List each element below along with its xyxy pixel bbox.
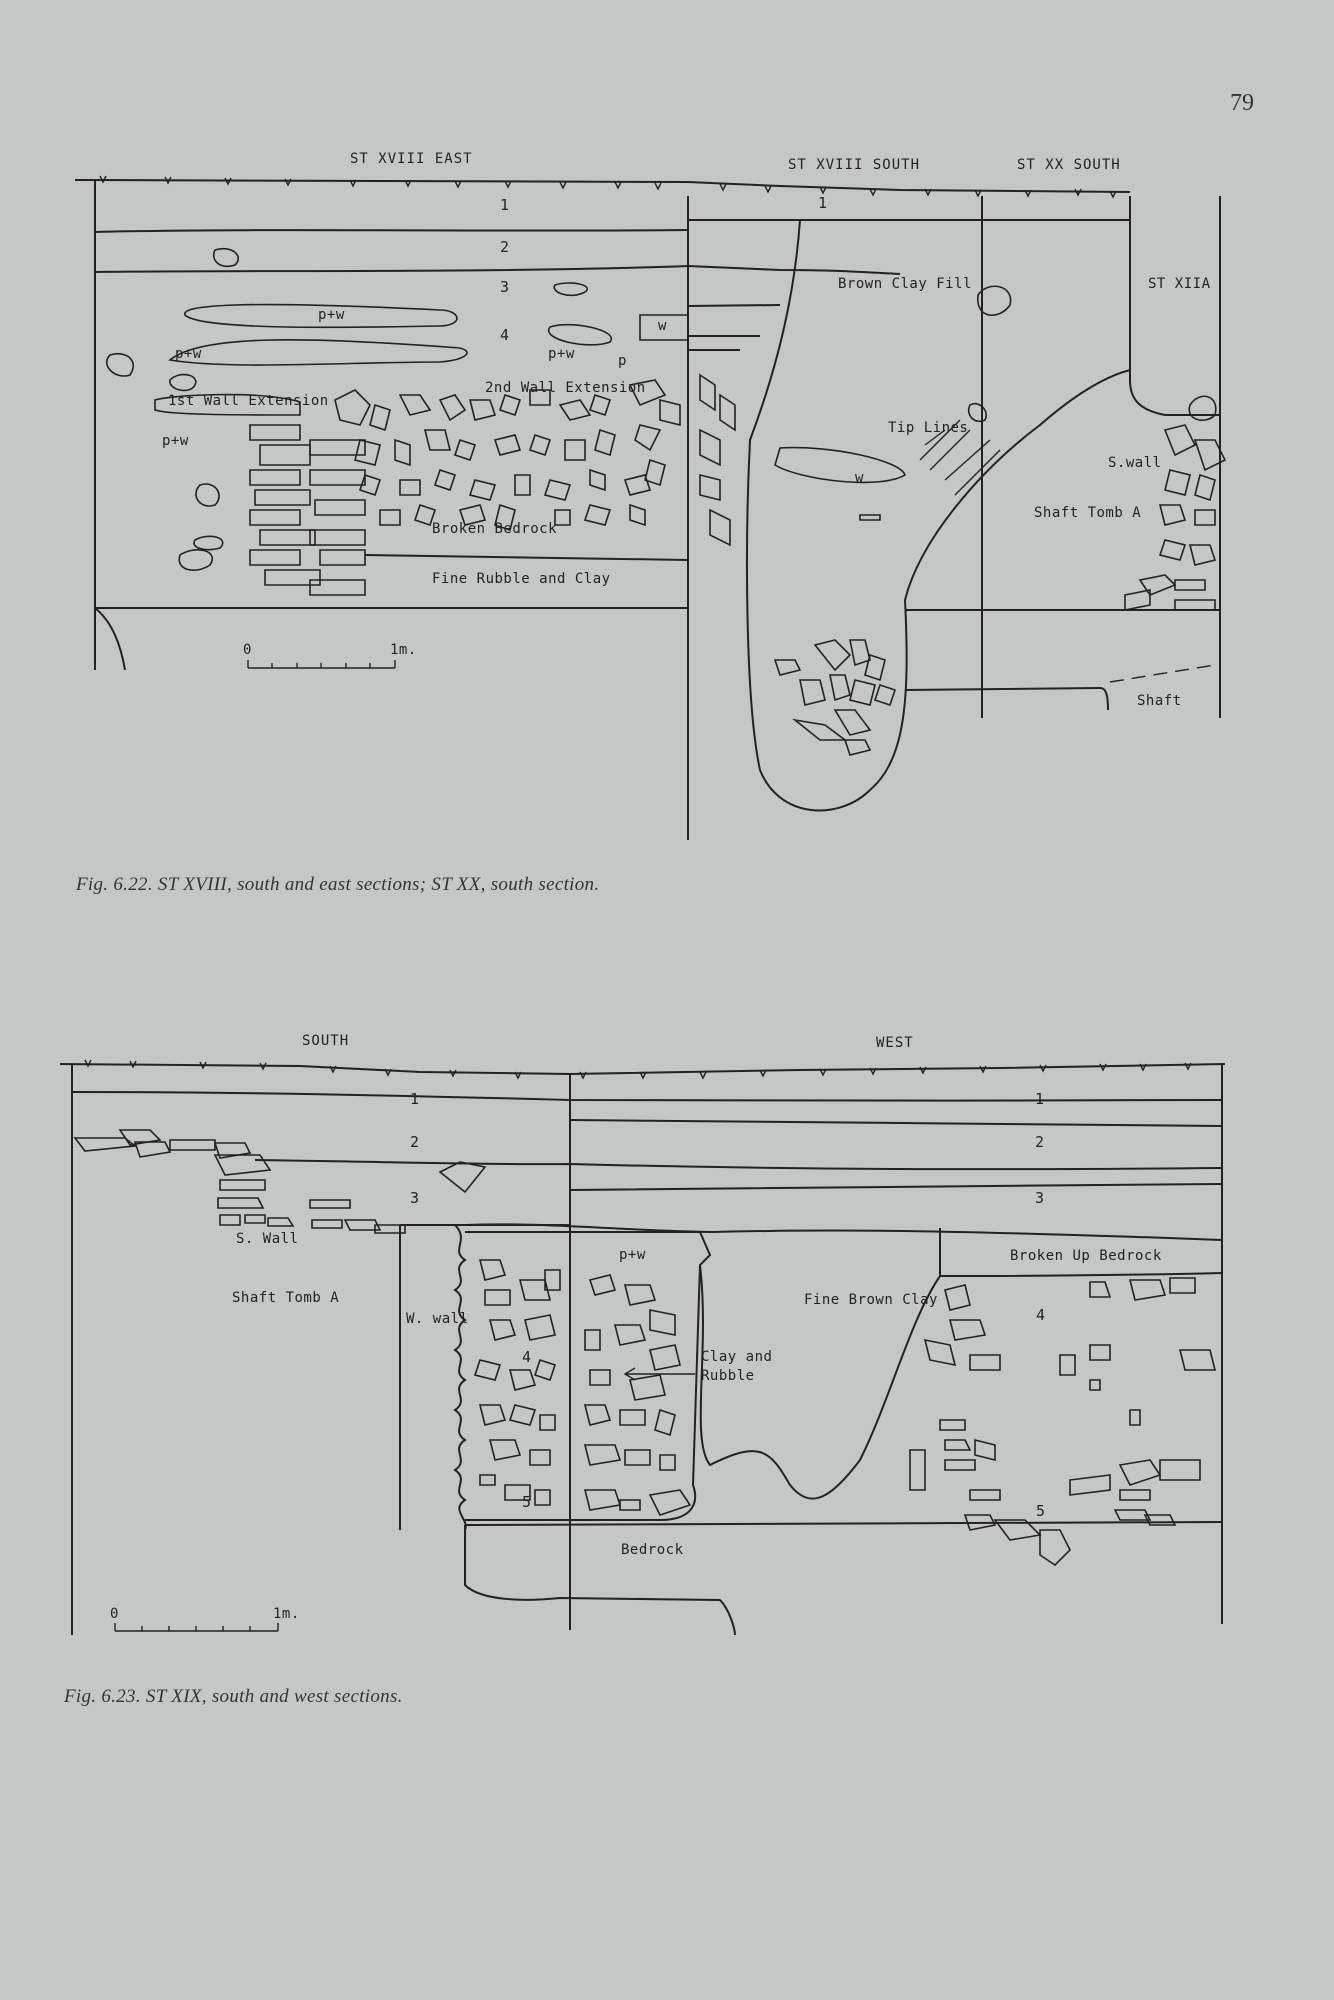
header-st-xx-south: ST XX SOUTH — [1017, 157, 1121, 173]
label-s-wall: S.wall — [1108, 455, 1162, 471]
surface-vegetation-marks — [84, 1059, 1192, 1080]
label-pw: p+w — [619, 1247, 646, 1263]
tip-lines — [919, 419, 1001, 496]
section-boundaries — [94, 180, 1221, 840]
label-fine-brown-clay: Fine Brown Clay — [804, 1292, 938, 1308]
shaft-tomb-outline — [1129, 220, 1220, 416]
scale-zero: 0 — [110, 1606, 119, 1622]
layer-label-1-west: 1 — [1035, 1090, 1044, 1108]
shaft-line — [904, 686, 1109, 711]
header-st-xviii-east: ST XVIII EAST — [350, 151, 473, 167]
header-st-xviii-south: ST XVIII SOUTH — [788, 157, 920, 173]
label-w-fill: w — [855, 470, 864, 486]
layer-label-1-south: 1 — [818, 194, 827, 212]
layer-label-3-south: 3 — [410, 1189, 419, 1207]
clay-rubble-pit — [465, 1231, 712, 1521]
header-south: SOUTH — [302, 1033, 349, 1049]
scale-bar: 0 1m. — [243, 642, 417, 669]
label-w-upper: w — [658, 318, 667, 334]
layer-label-2: 2 — [500, 238, 509, 256]
w-wall-column — [399, 1224, 467, 1531]
section-boundaries — [71, 1064, 1223, 1635]
layer-label-5-south: 5 — [522, 1493, 531, 1511]
label-broken-bedrock: Broken Bedrock — [432, 521, 557, 537]
label-pw-upper: p+w — [318, 307, 345, 323]
label-broken-up-bedrock: Broken Up Bedrock — [1010, 1248, 1162, 1264]
layer-label-2-west: 2 — [1035, 1133, 1044, 1151]
surface-vegetation-marks — [99, 175, 1117, 199]
label-2nd-wall-extension: 2nd Wall Extension — [485, 380, 646, 396]
layer-label-1-south: 1 — [410, 1090, 419, 1108]
scale-zero: 0 — [243, 642, 252, 658]
clay-rubble-arrow — [623, 1367, 695, 1381]
label-shaft: Shaft — [1137, 693, 1182, 709]
label-w-wall: W. wall — [406, 1311, 469, 1327]
scale-bar: 0 1m. — [110, 1606, 300, 1632]
fill-stones — [773, 285, 1227, 756]
layer-label-5-west: 5 — [1036, 1502, 1045, 1520]
layer-label-3: 3 — [500, 278, 509, 296]
label-rubble: Rubble — [701, 1368, 755, 1384]
rubble-stones-east — [334, 373, 881, 547]
figure-caption-6-23: Fig. 6.23. ST XIX, south and west sectio… — [64, 1686, 403, 1707]
layer-label-1: 1 — [500, 196, 509, 214]
section-drawing-fig-6-22: ST XVIII EAST ST XVIII SOUTH ST XX SOUTH — [74, 151, 1227, 840]
layer-boundaries — [71, 1091, 1223, 1526]
layer-label-4: 4 — [500, 326, 509, 344]
label-bedrock: Bedrock — [621, 1542, 684, 1558]
label-clay-and: Clay and — [701, 1349, 772, 1365]
wall-stones — [106, 247, 588, 596]
pw-lenses — [154, 303, 906, 484]
rubble-stones — [473, 1259, 1217, 1567]
page-number: 79 — [1230, 90, 1254, 116]
label-pw-lower: p+w — [162, 433, 189, 449]
section-drawing-fig-6-23: SOUTH WEST — [59, 1033, 1226, 1636]
brown-clay-fill-pit — [746, 219, 1131, 812]
label-pw-left: p+w — [175, 346, 202, 362]
bedrock-outline — [464, 1525, 736, 1636]
label-shaft-tomb-a: Shaft Tomb A — [232, 1290, 339, 1306]
s-wall-stones — [73, 1129, 487, 1234]
ground-surface-line — [74, 179, 1131, 193]
layer-label-4-south: 4 — [522, 1348, 531, 1366]
layer-label-2-south: 2 — [410, 1133, 419, 1151]
layer-boundaries — [94, 219, 1130, 671]
scale-end: 1m. — [273, 1606, 300, 1622]
label-pw-right: p+w — [548, 346, 575, 362]
label-1st-wall-extension: 1st Wall Extension — [168, 393, 329, 409]
header-west: WEST — [876, 1035, 914, 1051]
layer-label-4-west: 4 — [1036, 1306, 1045, 1324]
fine-brown-clay-pit — [699, 1264, 941, 1500]
label-st-xiia: ST XIIA — [1148, 276, 1211, 292]
layer-label-3-west: 3 — [1035, 1189, 1044, 1207]
scale-end: 1m. — [390, 642, 417, 658]
label-brown-clay-fill: Brown Clay Fill — [838, 276, 972, 292]
label-tip-lines: Tip Lines — [888, 420, 968, 436]
label-fine-rubble-and-clay: Fine Rubble and Clay — [432, 571, 611, 587]
shaft-dashed-line — [1109, 664, 1216, 683]
label-s-wall: S. Wall — [236, 1231, 299, 1247]
ground-surface-line — [59, 1063, 1226, 1076]
label-shaft-tomb-a: Shaft Tomb A — [1034, 505, 1141, 521]
label-p: p — [618, 353, 627, 369]
figure-caption-6-22: Fig. 6.22. ST XVIII, south and east sect… — [76, 874, 600, 895]
